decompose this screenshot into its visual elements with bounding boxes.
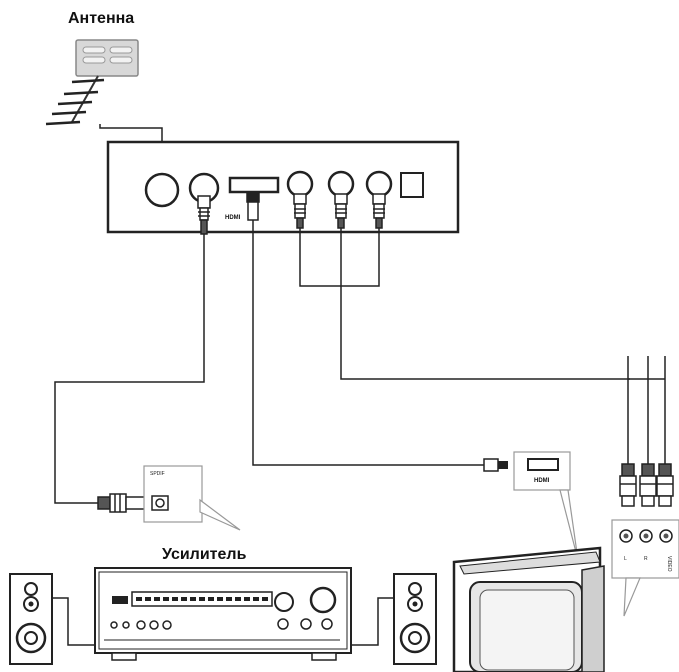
hdmi-plug: [483, 458, 508, 472]
rca-cable-split: [627, 356, 666, 464]
amplifier: [94, 567, 352, 661]
av-video-label: VIDEO: [666, 556, 672, 572]
rca-cable-bundle: [299, 228, 630, 380]
hdmi-port: [228, 176, 280, 194]
tv-hdmi-callout: HDMI: [513, 451, 579, 561]
tv-icon: [452, 546, 605, 672]
speaker-right-icon: [393, 573, 437, 665]
spdif-cable: [54, 234, 205, 504]
speaker-left-icon: [9, 573, 53, 665]
rf-in-port: [144, 172, 180, 208]
tv-rca-plugs: [619, 463, 674, 507]
amplifier-label: Усилитель: [162, 546, 247, 563]
av-left-label: L: [624, 556, 627, 562]
spdif-label: SPDIF: [150, 471, 165, 477]
power-port: [400, 172, 424, 198]
spdif-callout: SPDIF: [143, 465, 241, 531]
rca-video-port: [365, 170, 393, 198]
set-top-box: HDMI: [106, 140, 460, 234]
speaker-cable-right: [351, 597, 394, 646]
rca-right-port: [327, 170, 355, 198]
stb-hdmi-label: HDMI: [225, 215, 241, 221]
rca-left-port: [286, 170, 314, 198]
tv-hdmi-label: HDMI: [534, 478, 550, 484]
av-right-label: R: [644, 556, 648, 562]
speaker-cable-left: [52, 597, 95, 646]
antenna-icon: [45, 39, 139, 126]
spdif-plug: [97, 493, 149, 513]
hdmi-cable: [252, 220, 488, 466]
tv-av-callout: L R VIDEO: [611, 519, 679, 617]
antenna-label: Антенна: [68, 10, 134, 27]
